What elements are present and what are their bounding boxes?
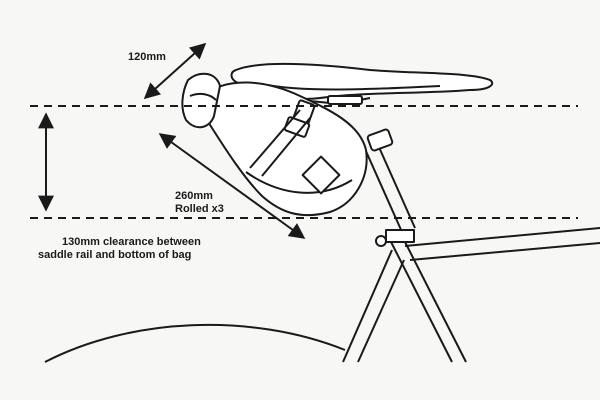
clearance-label-line2: saddle rail and bottom of bag (38, 249, 191, 261)
width-arrow (143, 42, 207, 100)
width-label: 120mm (128, 51, 166, 63)
bike-frame (342, 128, 600, 363)
rear-wheel (44, 323, 346, 363)
clearance-label-line1: 130mm clearance between (62, 236, 201, 248)
length-label: 260mm (175, 190, 213, 202)
length-arrow (158, 133, 306, 239)
length-rolled-label: Rolled x3 (175, 203, 224, 215)
